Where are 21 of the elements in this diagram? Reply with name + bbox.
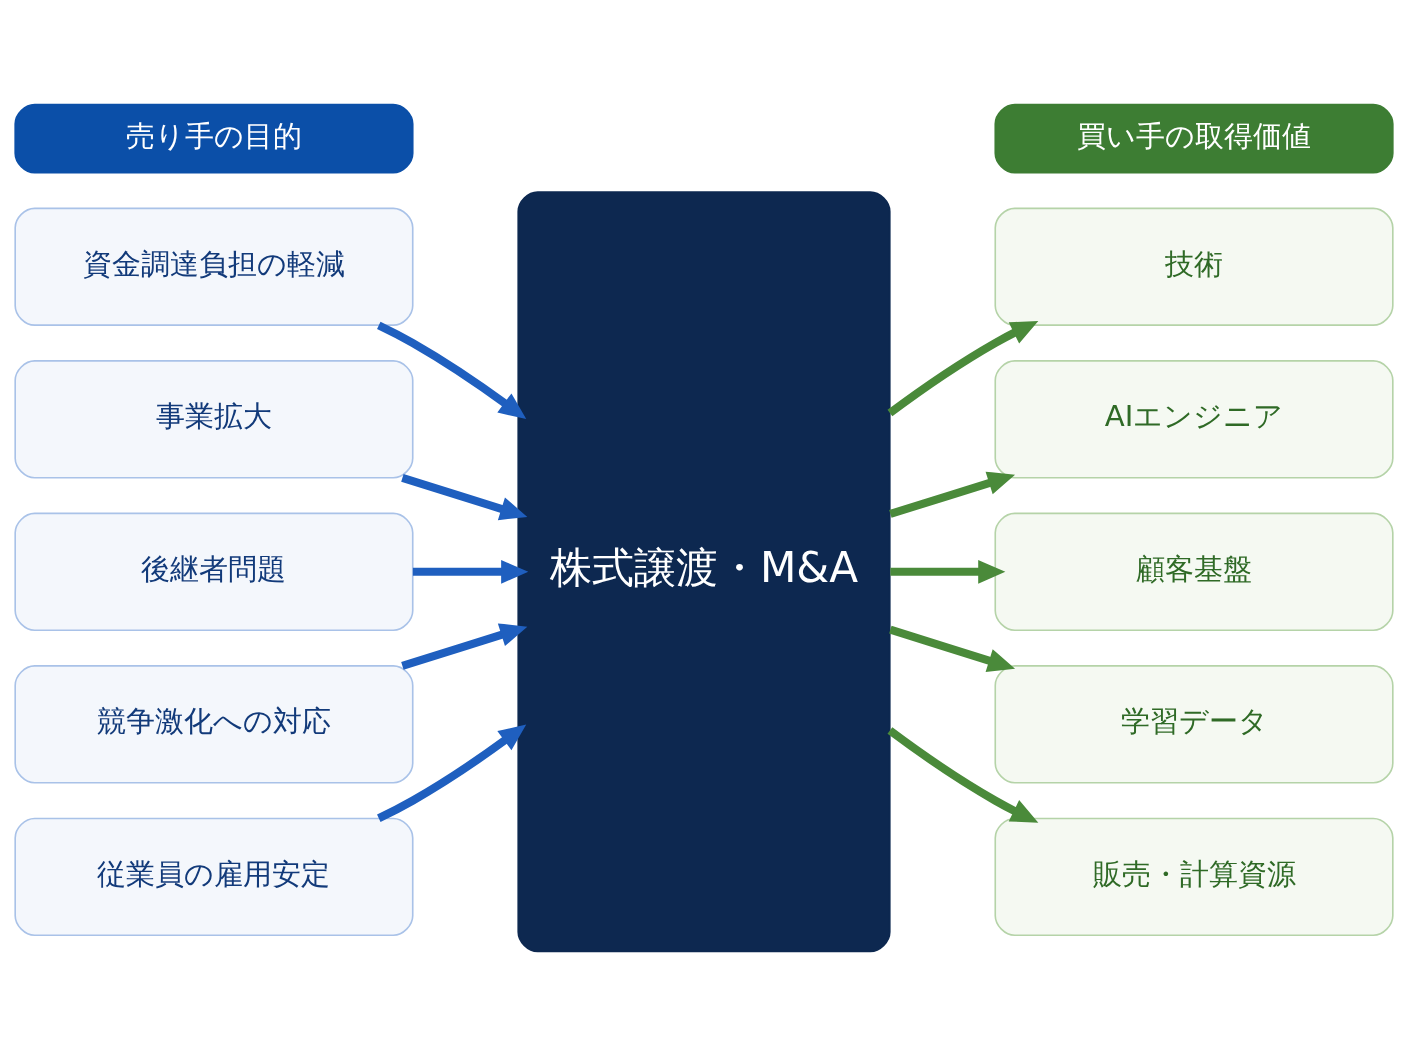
node-box: 資金調達負担の軽減	[14, 207, 414, 326]
node-box: 買い手の取得価値	[994, 103, 1394, 174]
arrow	[401, 473, 528, 521]
arrow	[412, 559, 529, 584]
arrow	[887, 320, 1039, 417]
arrow	[889, 471, 1016, 518]
node-box: 学習データ	[994, 665, 1394, 784]
node-box: AIエンジニア	[994, 360, 1394, 479]
node-box: 販売・計算資源	[994, 817, 1394, 937]
node-box: 株式譲渡・M&A	[517, 191, 891, 953]
arrow	[890, 559, 1006, 584]
node-box: 従業員の雇用安定	[14, 817, 414, 937]
arrow	[889, 625, 1016, 672]
arrow	[887, 727, 1039, 823]
node-box: 売り手の目的	[14, 103, 414, 174]
arrow	[401, 623, 528, 670]
node-box: 技術	[994, 207, 1394, 326]
node-box: 競争激化への対応	[14, 665, 414, 784]
node-box: 後継者問題	[14, 512, 414, 632]
node-box: 顧客基盤	[994, 512, 1394, 632]
node-box: 事業拡大	[14, 360, 414, 479]
